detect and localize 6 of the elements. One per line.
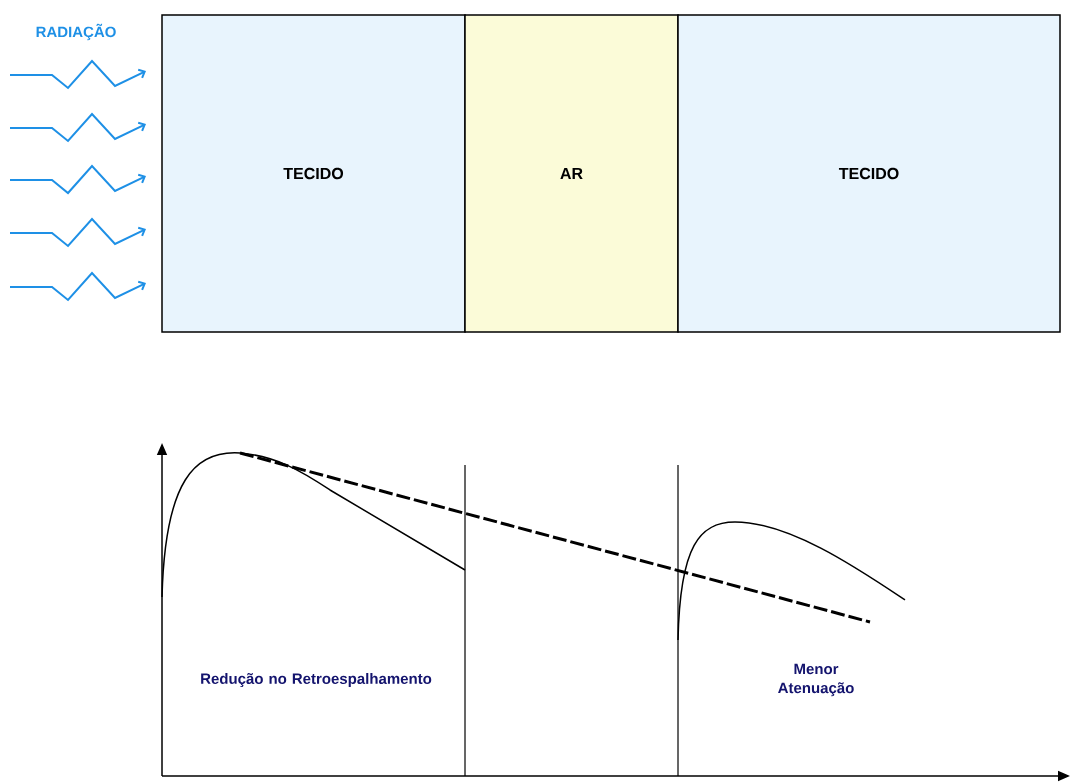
annotation-text: Menor Atenuação <box>778 663 854 697</box>
material-layer: TECIDO <box>161 14 466 333</box>
radiation-label: RADIAÇÃO <box>36 23 116 41</box>
material-layer: TECIDO <box>677 14 1061 333</box>
material-layer: AR <box>464 14 679 333</box>
annotation-text: Redução no Retroespalhamento <box>201 673 432 687</box>
